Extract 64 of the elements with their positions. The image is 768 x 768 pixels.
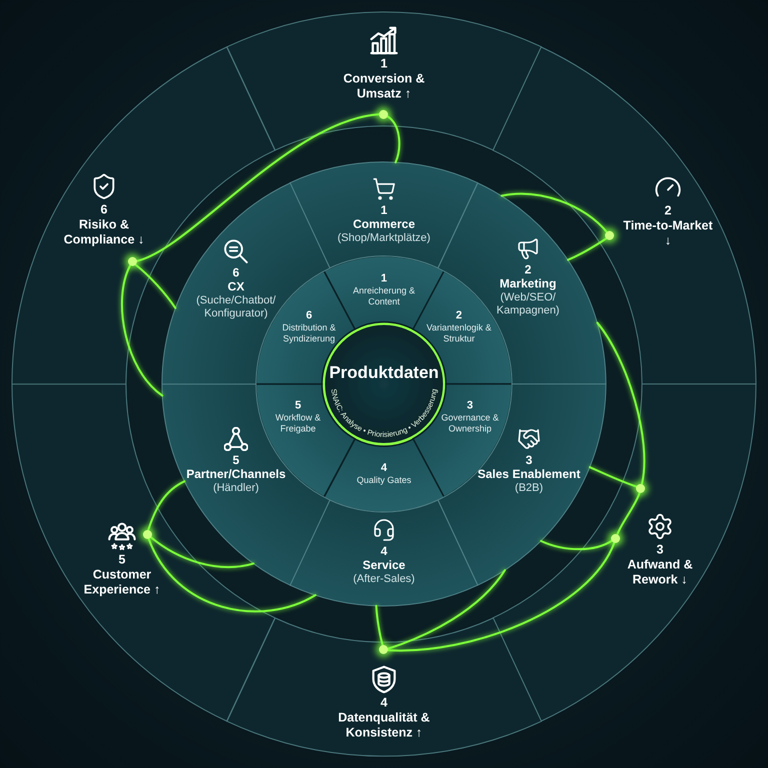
step-number: 2 (456, 309, 462, 322)
glow-connector (616, 491, 641, 535)
glow-connector (375, 604, 384, 647)
glow-connector (135, 113, 380, 262)
kpi-number: 5 (118, 552, 126, 568)
channel-title: Commerce (352, 217, 415, 232)
channel-number: 2 (524, 262, 532, 276)
step-label: Quality Gates (356, 474, 412, 486)
kpi-label: Risiko & Compliance ↓ (62, 217, 146, 248)
ring-segment (226, 12, 542, 150)
channel-subtitle: (After-Sales) (353, 572, 415, 586)
glow-connector (147, 480, 186, 531)
glow-connector (500, 192, 608, 234)
ring-segment (493, 46, 756, 384)
step-label: Governance & Ownership (440, 412, 500, 434)
channel-title: Sales Enablement (478, 467, 580, 482)
step-number: 3 (466, 400, 474, 412)
step-label: Variantenlogik & Struktur (426, 322, 492, 344)
channel-subtitle: (Suche/Chatbot/ Konfigurator) (195, 294, 277, 320)
kpi-label: Aufwand & Rework ↓ (626, 558, 694, 588)
channel-subtitle: (Web/SEO/ Kampagnen) (495, 291, 560, 318)
ring-segment (226, 618, 542, 756)
glow-connector (121, 264, 164, 397)
step-number: 1 (380, 272, 388, 286)
step-number: 6 (306, 309, 312, 322)
step-label: Anreicherung & Content (352, 286, 416, 308)
channel-subtitle: (B2B) (514, 482, 544, 495)
step-label: Workflow & Freigabe (274, 412, 322, 434)
channel-number: 5 (232, 453, 240, 467)
kpi-number: 2 (664, 203, 672, 218)
channel-title: Service (362, 558, 406, 573)
kpi-number: 4 (380, 695, 388, 710)
glow-connector (588, 466, 638, 488)
channel-number: 1 (380, 203, 388, 217)
ring-segment (12, 46, 275, 384)
ring-segment (324, 438, 444, 512)
glow-connector (387, 569, 506, 650)
kpi-label: Datenqualität & Konsistenz ↑ (337, 710, 431, 740)
kpi-number: 6 (100, 202, 108, 218)
step-label: Distribution & Syndizierung (281, 322, 337, 344)
glow-connector (149, 536, 254, 568)
glow-connector (134, 264, 176, 310)
kpi-label: Conversion & Umsatz ↑ (342, 72, 426, 102)
channel-number: 3 (526, 453, 532, 467)
step-number: 4 (380, 462, 388, 475)
kpi-number: 1 (380, 56, 388, 72)
kpi-number: 3 (656, 542, 664, 558)
glow-connector (540, 540, 614, 550)
glow-connector (567, 238, 608, 261)
glow-connector (596, 322, 646, 485)
kpi-label: Time-to-Market ↓ (622, 218, 714, 248)
channel-title: Marketing (500, 276, 556, 292)
glow-connector (386, 116, 400, 164)
kpi-label: Customer Experience ↑ (82, 568, 162, 598)
channel-number: 4 (380, 544, 388, 558)
channel-subtitle: (Shop/Marktplätze) (338, 232, 430, 245)
channel-title: Partner/Channels (186, 467, 286, 482)
glow-connector (148, 537, 316, 612)
channel-subtitle: (Händler) (213, 482, 259, 495)
step-number: 5 (294, 400, 302, 412)
channel-number: 6 (232, 265, 240, 280)
channel-title: CX (228, 279, 244, 294)
glow-connector (388, 541, 616, 652)
center-title: Produktdaten (329, 363, 439, 383)
